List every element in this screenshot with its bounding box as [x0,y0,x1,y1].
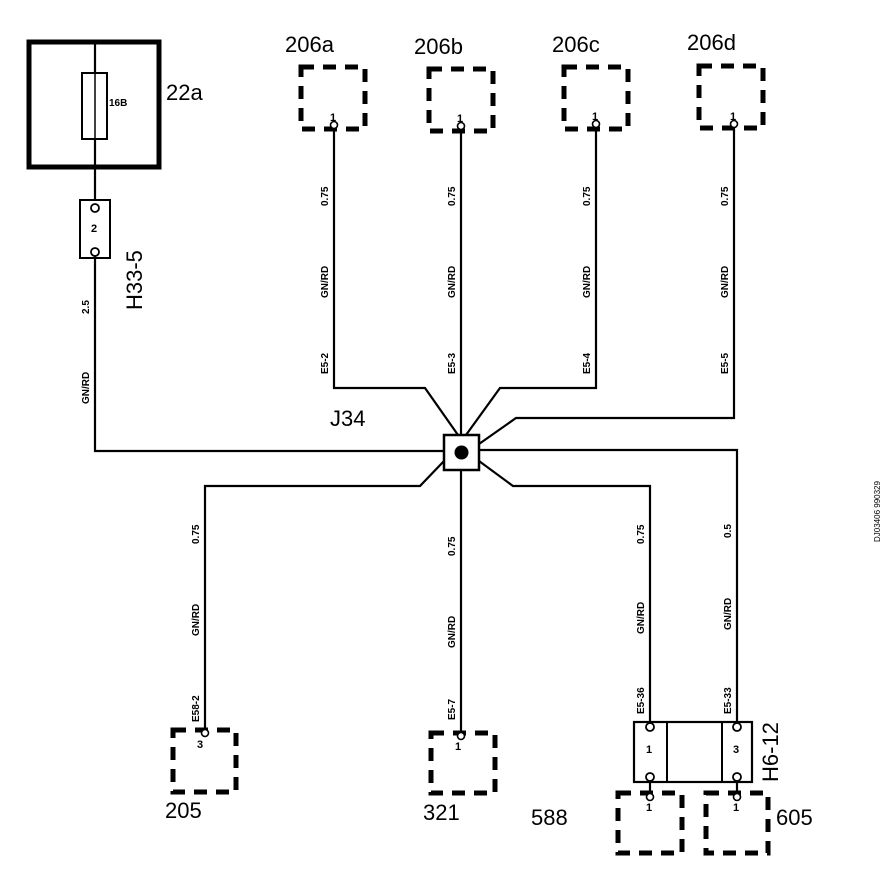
wire-e5-2 [332,129,459,436]
component-206c: 1 206c [552,32,631,132]
wire-e5-4 [465,128,598,436]
wire-e58-2-id: E58-2 [191,695,202,722]
component-588-pin: 1 [646,802,652,814]
wire-e5-7-id: E5-7 [447,698,458,720]
wire-e5-7-color: GN/RD [447,616,458,648]
wire-e5-33 [479,448,739,724]
connector-h6-pin-1: 1 [646,744,652,756]
wire-e5-3-color: GN/RD [447,266,458,298]
wire-e5-color: GN/RD [81,372,92,404]
component-206c-pin: 1 [592,111,598,123]
wire-e5-4-id: E5-4 [582,352,593,374]
component-206b: 1 206b [414,34,496,134]
component-206d-label: 206d [687,30,736,55]
wire-e5-2-color: GN/RD [320,266,331,298]
component-206d: 1 206d [687,30,766,131]
component-605-label: 605 [776,805,813,830]
component-206b-label: 206b [414,34,463,59]
wire-e5-3-id: E5-3 [447,352,458,374]
wire-e5-5-section: 0.75 [720,186,731,206]
component-206b-pin: 1 [457,113,463,125]
wire-e58-2 [203,460,445,730]
component-205-pin: 3 [197,739,203,751]
wire-e5-4-section: 0.75 [582,186,593,206]
component-321: 1 321 [423,730,498,825]
connector-h33-pin: 2 [91,223,97,235]
component-605: 1 605 [703,790,813,856]
component-206d-pin: 1 [730,111,736,123]
wire-e5-33-color: GN/RD [723,598,734,630]
component-206a-pin: 1 [330,112,336,124]
wire-e5-36-id: E5-36 [636,687,647,714]
wire-e5-36 [478,460,652,724]
component-206a-label: 206a [285,32,335,57]
wire-e5-5-id: E5-5 [720,352,731,374]
wire-e5-4-color: GN/RD [582,266,593,298]
wire-e5-2-id: E5-2 [320,352,331,374]
fuse-label: 22a [166,80,203,105]
wire-e5-33-section: 0.5 [723,524,734,538]
connector-h33-label: H33-5 [122,250,147,310]
wire-e5-2-section: 0.75 [320,186,331,206]
wire-e5-33-id: E5-33 [723,687,734,714]
wire-e5-36-color: GN/RD [636,602,647,634]
wire-e5-5-color: GN/RD [720,266,731,298]
wire-e5-36-section: 0.75 [636,524,647,544]
wire-e58-2-color: GN/RD [191,604,202,636]
component-321-label: 321 [423,800,460,825]
connector-h6-label: H6-12 [758,722,783,782]
component-605-pin: 1 [733,802,739,814]
connector-h6-12: 1 3 H6-12 [632,720,783,784]
wire-e5-5 [478,128,736,445]
component-205-label: 205 [165,798,202,823]
reference-code: DJ03406 990329 [873,481,882,542]
component-206a: 1 206a [285,32,368,132]
component-588: 1 588 [531,790,685,856]
component-588-label: 588 [531,805,568,830]
splice-label: J34 [330,406,365,431]
wire-e5-section: 2.5 [81,300,92,314]
component-206c-label: 206c [552,32,600,57]
fuse-value: 16B [109,98,127,109]
wire-e5 [93,256,444,453]
splice-dot [454,445,469,460]
wire-e58-2-section: 0.75 [191,524,202,544]
connector-h6-pin-3: 3 [733,744,739,756]
wire-e5-3-section: 0.75 [447,186,458,206]
wire-e5-7-section: 0.75 [447,536,458,556]
component-205: 3 205 [165,727,239,823]
component-321-pin: 1 [455,741,461,753]
